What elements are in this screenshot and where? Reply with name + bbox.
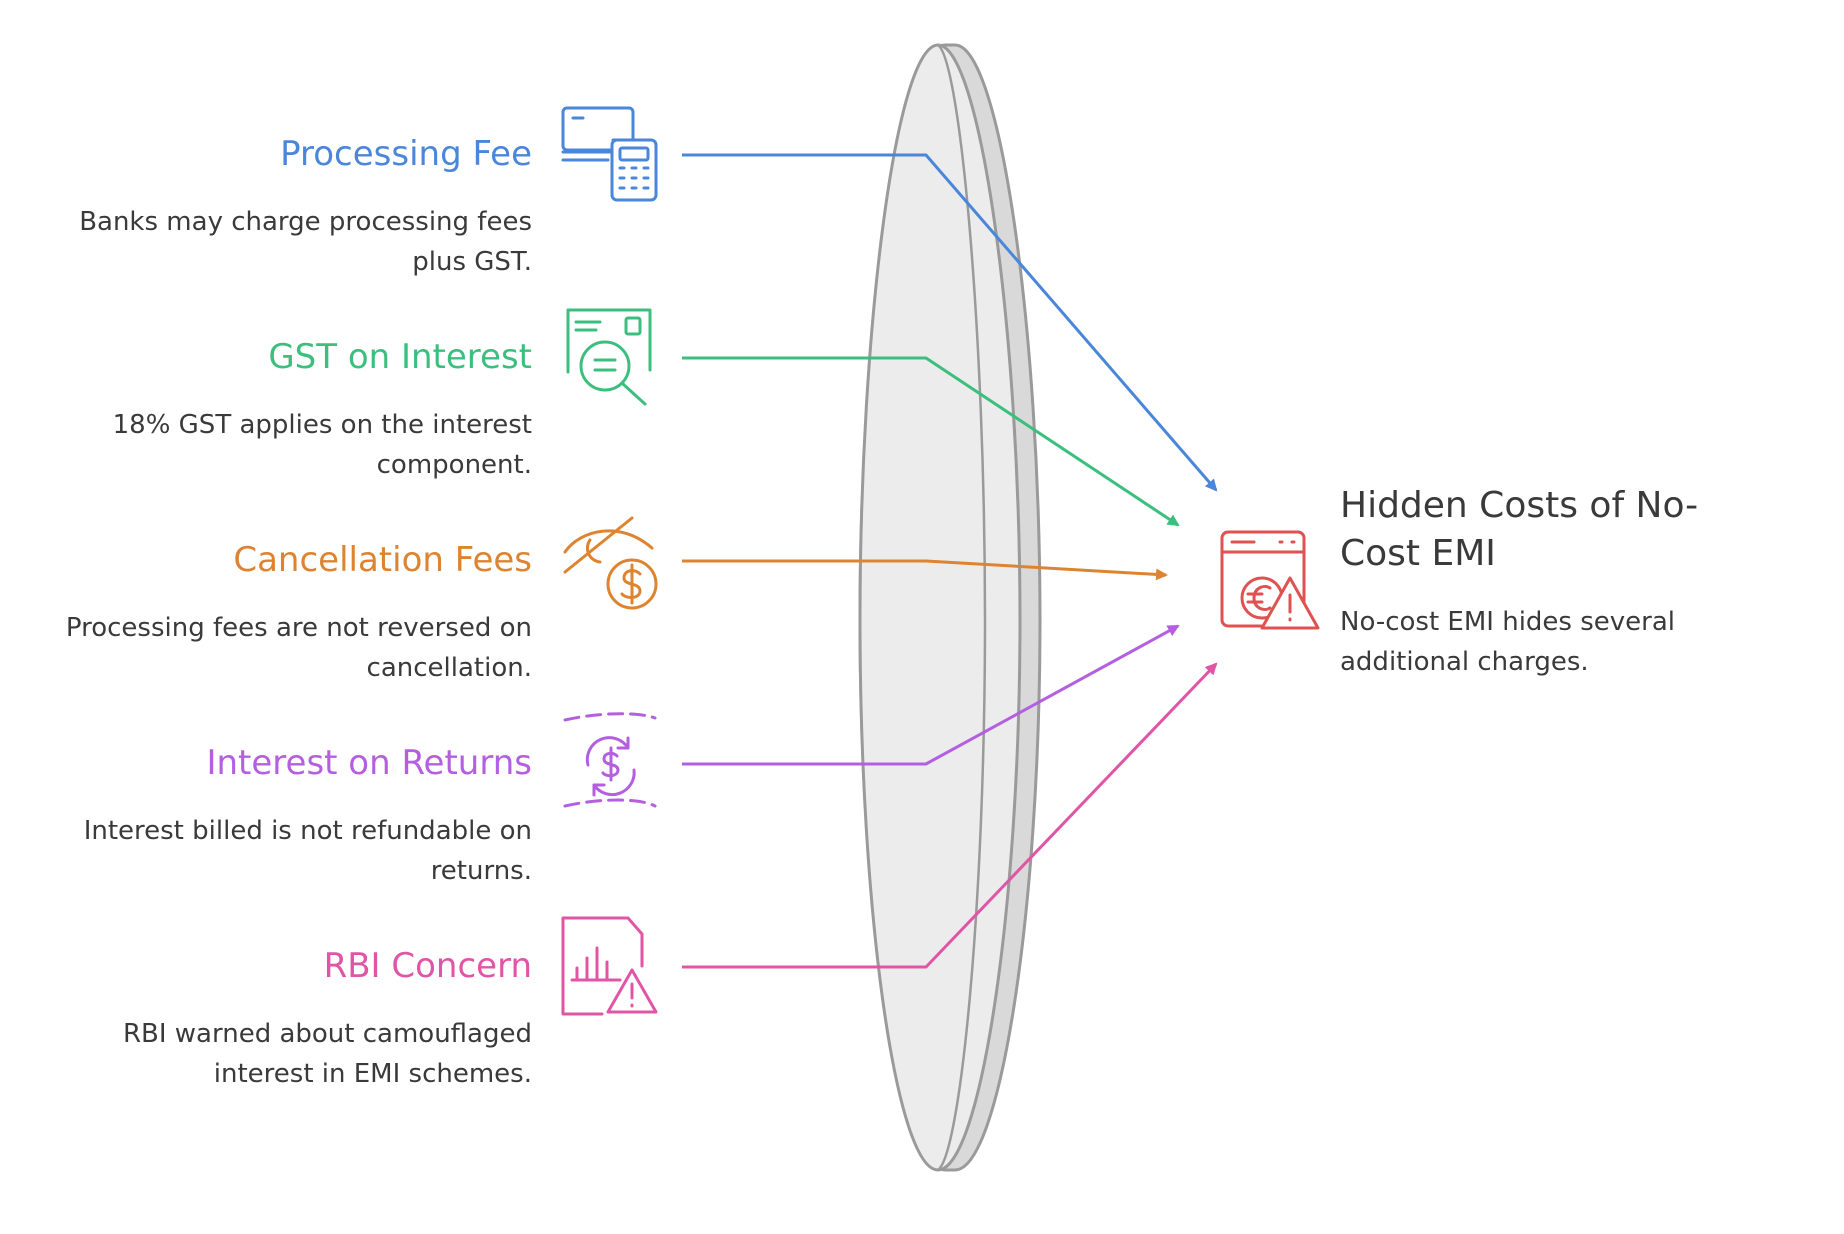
money-calculator-icon (561, 106, 658, 202)
dollar-refresh-icon (563, 712, 657, 808)
connector-arrow (682, 153, 1218, 492)
connector-arrow (682, 559, 1168, 581)
report-warning-icon (561, 916, 658, 1016)
connector-arrow (682, 624, 1180, 766)
hidden-dollar-icon (563, 516, 658, 610)
target-title: Hidden Costs of No-Cost EMI (1340, 485, 1699, 574)
item-description-cancellation-fees: Processing fees are not reversed on canc… (65, 613, 532, 683)
connector-arrow (682, 662, 1218, 969)
target-description: No-cost EMI hides several additional cha… (1340, 607, 1676, 677)
item-description-gst-on-interest: 18% GST applies on the interest componen… (112, 410, 532, 480)
item-description-interest-on-returns: Interest billed is not refundable on ret… (83, 816, 532, 886)
item-title-cancellation-fees: Cancellation Fees (233, 540, 532, 580)
euro-warning-window-icon (1220, 530, 1320, 630)
item-title-processing-fee: Processing Fee (280, 134, 532, 174)
item-title-gst-on-interest: GST on Interest (268, 337, 532, 377)
item-description-rbi-concern: RBI warned about camouflaged interest in… (122, 1019, 532, 1089)
connector-lines (682, 153, 1218, 969)
connector-arrow (682, 356, 1180, 527)
document-search-icon (566, 308, 652, 406)
item-description-processing-fee: Banks may charge processing fees plus GS… (79, 207, 532, 277)
item-title-interest-on-returns: Interest on Returns (206, 743, 532, 783)
filter-lens (858, 43, 1042, 1172)
item-title-rbi-concern: RBI Concern (323, 946, 532, 986)
